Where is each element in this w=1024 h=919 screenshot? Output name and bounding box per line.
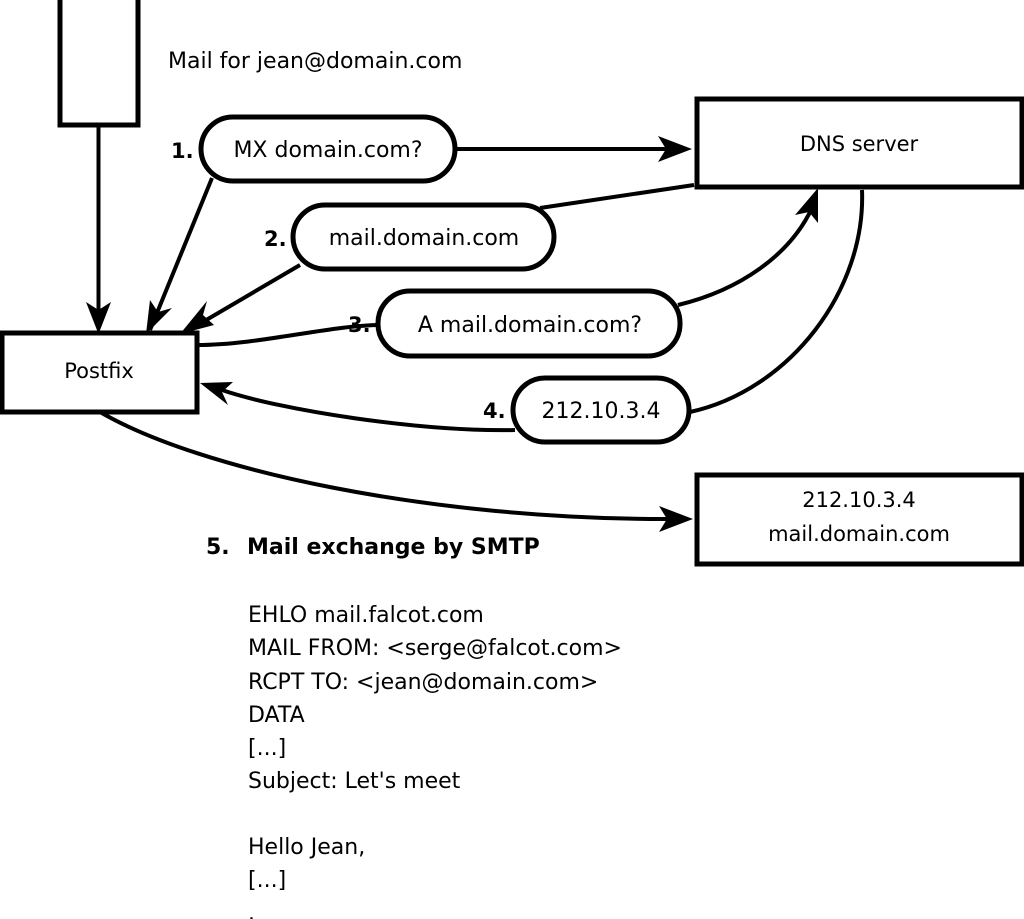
step-5-label: Mail exchange by SMTP <box>247 535 540 560</box>
step-2-bubble[interactable]: mail.domain.com <box>290 202 557 272</box>
node-target-mail-server[interactable]: 212.10.3.4 mail.domain.com <box>694 472 1024 567</box>
smtp-line-10: . <box>248 901 255 919</box>
smtp-line-6: Subject: Let's meet <box>248 769 461 794</box>
smtp-line-8: Hello Jean, <box>248 835 365 860</box>
connector-sender-to-postfix <box>86 125 111 334</box>
step-2-label: mail.domain.com <box>329 226 520 251</box>
connector-postfix-to-target <box>98 410 693 532</box>
smtp-line-1: EHLO mail.falcot.com <box>248 603 484 628</box>
step-4-number: 4. <box>483 399 506 423</box>
step-3-number: 3. <box>348 313 371 337</box>
smtp-line-2: MAIL FROM: <serge@falcot.com> <box>248 636 622 661</box>
connector-step3-to-dns <box>677 188 818 307</box>
smtp-transcript: EHLO mail.falcot.com MAIL FROM: <serge@f… <box>248 603 622 919</box>
step-2-number: 2. <box>264 227 287 251</box>
connector-postfix-to-step1 <box>146 177 214 334</box>
step-1-bubble[interactable]: MX domain.com? <box>198 114 458 184</box>
node-dns-server[interactable]: DNS server <box>694 96 1024 190</box>
smtp-line-5: [...] <box>248 736 286 761</box>
connector-dns-to-step4 <box>689 189 865 414</box>
node-target-ip-label: 212.10.3.4 <box>802 488 916 512</box>
node-postfix-label: Postfix <box>64 359 134 383</box>
mail-for-caption: Mail for jean@domain.com <box>168 49 462 74</box>
step-1-label: MX domain.com? <box>233 138 422 163</box>
step-4-label: 212.10.3.4 <box>542 399 661 424</box>
step-4-bubble[interactable]: 212.10.3.4 <box>510 375 692 445</box>
connector-dns-to-step2 <box>539 183 695 210</box>
smtp-line-4: DATA <box>248 703 305 728</box>
step-3-bubble[interactable]: A mail.domain.com? <box>375 288 683 359</box>
smtp-line-3: RCPT TO: <jean@domain.com> <box>248 670 598 695</box>
connector-step2-to-postfix <box>180 263 302 334</box>
connector-step4-to-postfix <box>200 382 516 433</box>
node-target-host-label: mail.domain.com <box>768 522 950 546</box>
smtp-line-9: [...] <box>248 868 286 893</box>
step-1-number: 1. <box>171 139 194 163</box>
step-3-label: A mail.domain.com? <box>418 313 642 338</box>
connector-step1-to-dns <box>455 136 692 162</box>
connector-postfix-to-step3 <box>196 323 383 347</box>
step-5-number: 5. <box>206 535 230 560</box>
node-dns-server-label: DNS server <box>800 132 919 156</box>
node-postfix[interactable]: Postfix <box>0 330 200 415</box>
node-sender-box[interactable] <box>57 0 141 128</box>
